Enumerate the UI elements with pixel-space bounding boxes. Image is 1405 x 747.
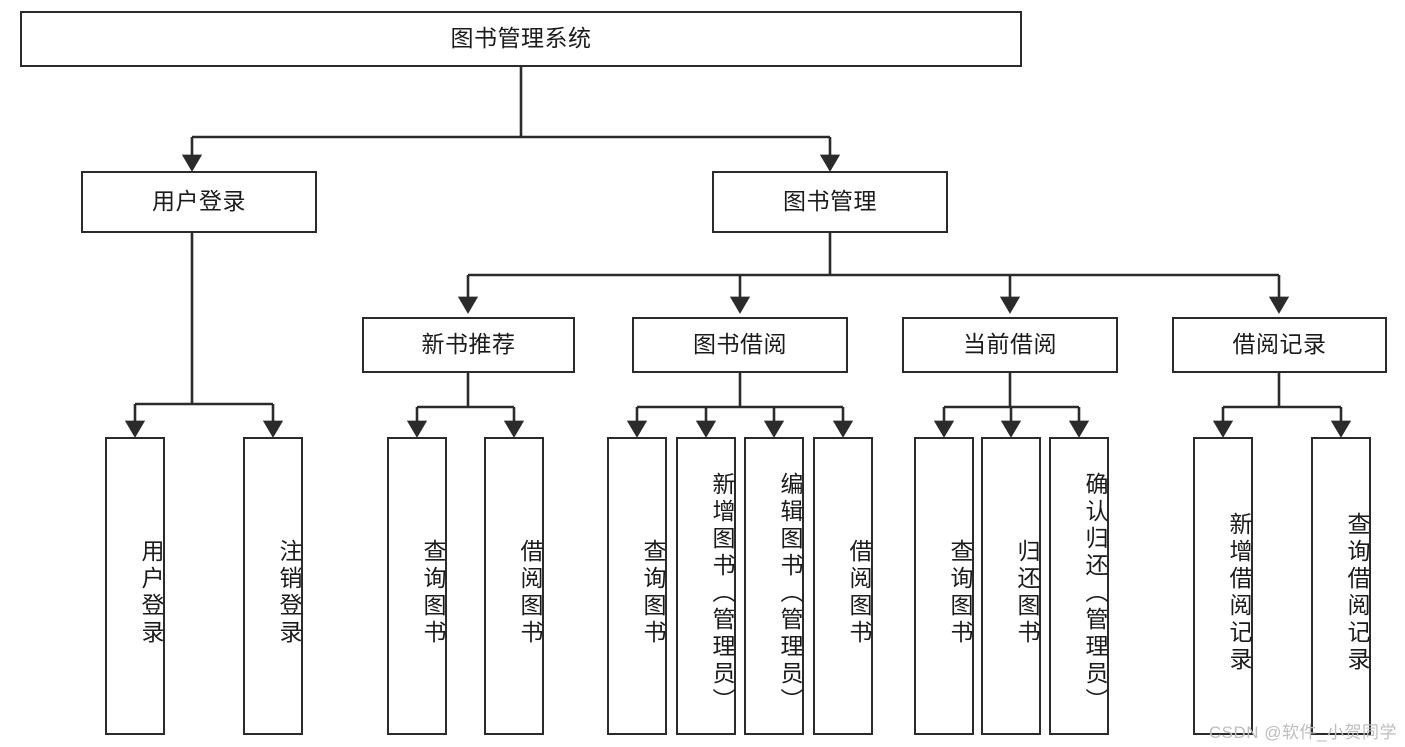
node-root-book-management-system[interactable]: 图书管理系统 xyxy=(20,11,1022,67)
node-label: 归还图书 xyxy=(1014,539,1040,647)
leaf-borrow-records-query-record[interactable]: 查询借阅记录 xyxy=(1311,437,1371,735)
node-book-management[interactable]: 图书管理 xyxy=(712,171,948,233)
node-label: 编辑图书（管理员） xyxy=(777,471,803,715)
node-label: 查询图书 xyxy=(640,539,666,647)
leaf-new-book-borrow-book[interactable]: 借阅图书 xyxy=(484,437,544,735)
leaf-book-borrow-edit-book-admin[interactable]: 编辑图书（管理员） xyxy=(744,437,804,735)
node-label: 图书借阅 xyxy=(693,331,787,358)
node-label: 查询图书 xyxy=(947,539,973,647)
node-label: 借阅记录 xyxy=(1232,331,1327,358)
leaf-new-book-query-book[interactable]: 查询图书 xyxy=(387,437,447,735)
leaf-user-login-logout[interactable]: 注销登录 xyxy=(243,437,303,735)
leaf-current-borrow-query-book[interactable]: 查询图书 xyxy=(914,437,974,735)
node-label: 当前借阅 xyxy=(963,331,1057,358)
node-user-login[interactable]: 用户登录 xyxy=(81,171,317,233)
leaf-current-borrow-confirm-return-admin[interactable]: 确认归还（管理员） xyxy=(1049,437,1109,735)
node-label: 图书管理系统 xyxy=(450,25,592,52)
node-label: 图书管理 xyxy=(783,188,877,215)
node-label: 用户登录 xyxy=(138,539,164,647)
node-current-borrow[interactable]: 当前借阅 xyxy=(902,317,1118,373)
node-label: 确认归还（管理员） xyxy=(1082,471,1108,715)
node-label: 借阅图书 xyxy=(517,539,543,647)
node-label: 借阅图书 xyxy=(846,539,872,647)
leaf-current-borrow-return-book[interactable]: 归还图书 xyxy=(981,437,1041,735)
leaf-book-borrow-query-book[interactable]: 查询图书 xyxy=(607,437,667,735)
node-label: 用户登录 xyxy=(152,188,246,215)
leaf-user-login-login[interactable]: 用户登录 xyxy=(105,437,165,735)
node-borrow-records[interactable]: 借阅记录 xyxy=(1172,317,1387,373)
node-label: 新书推荐 xyxy=(421,331,516,358)
node-label: 查询图书 xyxy=(420,539,446,647)
csdn-watermark: CSDN @软件_小贺同学 xyxy=(1208,723,1397,742)
node-label: 新增图书（管理员） xyxy=(709,471,735,715)
node-label: 新增借阅记录 xyxy=(1226,512,1252,674)
leaf-book-borrow-borrow-book[interactable]: 借阅图书 xyxy=(813,437,873,735)
node-new-book-recommend[interactable]: 新书推荐 xyxy=(362,317,575,373)
leaf-borrow-records-add-record[interactable]: 新增借阅记录 xyxy=(1193,437,1253,735)
node-label: 注销登录 xyxy=(276,539,302,647)
leaf-book-borrow-add-book-admin[interactable]: 新增图书（管理员） xyxy=(676,437,736,735)
node-label: 查询借阅记录 xyxy=(1344,512,1370,674)
node-book-borrow[interactable]: 图书借阅 xyxy=(632,317,848,373)
